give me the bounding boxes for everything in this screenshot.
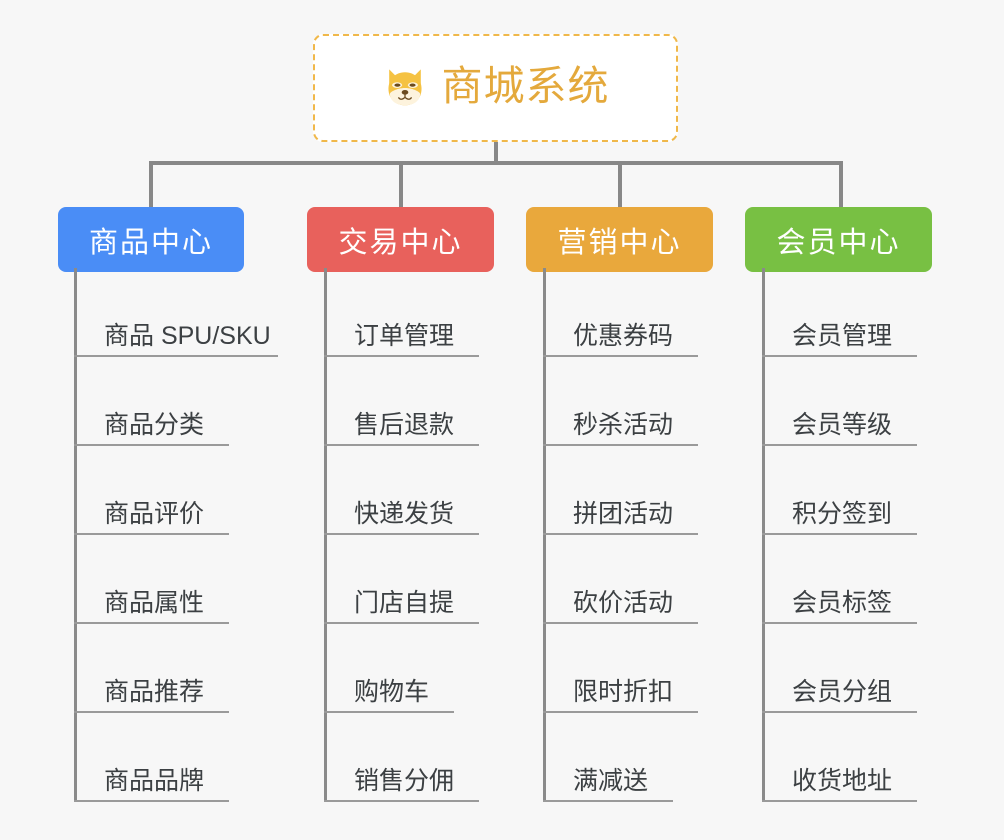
connector-drop-member — [839, 161, 843, 208]
leaf-item-label: 会员分组 — [792, 678, 893, 706]
leaf-item[interactable]: 限时折扣 — [543, 624, 698, 713]
leaf-item-label: 商品属性 — [104, 589, 205, 617]
leaf-item-label: 拼团活动 — [573, 500, 674, 528]
trunk-line-marketing-center — [543, 268, 546, 802]
trunk-line-product-center — [74, 268, 77, 802]
leaf-item-label: 门店自提 — [354, 589, 455, 617]
leaf-item-label: 优惠券码 — [573, 322, 674, 350]
leaf-item-label: 秒杀活动 — [573, 411, 674, 439]
leaf-item-label: 砍价活动 — [573, 589, 674, 617]
leaf-item-label: 会员管理 — [792, 322, 893, 350]
shiba-dog-emoji — [387, 69, 422, 106]
root-title: 商城系统 — [441, 63, 610, 109]
category-box-marketing-center[interactable]: 营销中心 — [526, 207, 713, 272]
leaf-item[interactable]: 满减送 — [543, 713, 673, 802]
leaf-item-label: 商品推荐 — [104, 678, 205, 706]
leaf-item-label: 商品评价 — [104, 500, 205, 528]
leaf-item-label: 会员标签 — [792, 589, 893, 617]
category-box-member-center[interactable]: 会员中心 — [745, 207, 932, 272]
leaf-item[interactable]: 商品 SPU/SKU — [74, 268, 278, 357]
leaf-item-label: 收货地址 — [792, 767, 893, 795]
leaf-item[interactable]: 会员分组 — [762, 624, 917, 713]
category-box-product-center[interactable]: 商品中心 — [58, 207, 244, 272]
leaf-item[interactable]: 砍价活动 — [543, 535, 698, 624]
leaf-item[interactable]: 优惠券码 — [543, 268, 698, 357]
leaf-item-label: 满减送 — [573, 767, 649, 795]
connector-drop-marketing — [618, 161, 622, 208]
leaf-item[interactable]: 收货地址 — [762, 713, 917, 802]
leaf-item-label: 快递发货 — [354, 500, 455, 528]
trunk-line-member-center — [762, 268, 765, 802]
leaf-item[interactable]: 门店自提 — [324, 535, 479, 624]
connector-bus-line — [149, 161, 843, 165]
leaf-item-label: 积分签到 — [792, 500, 893, 528]
root-stem-line — [494, 142, 498, 165]
leaf-item[interactable]: 售后退款 — [324, 357, 479, 446]
leaf-item-label: 商品分类 — [104, 411, 205, 439]
leaf-item[interactable]: 快递发货 — [324, 446, 479, 535]
category-label: 交易中心 — [338, 226, 463, 259]
category-box-trade-center[interactable]: 交易中心 — [307, 207, 494, 272]
category-label: 会员中心 — [776, 226, 901, 259]
leaf-item-label: 订单管理 — [354, 322, 455, 350]
leaf-item[interactable]: 商品评价 — [74, 446, 229, 535]
leaf-item[interactable]: 积分签到 — [762, 446, 917, 535]
leaf-item[interactable]: 商品属性 — [74, 535, 229, 624]
leaf-item[interactable]: 销售分佣 — [324, 713, 479, 802]
leaf-item[interactable]: 商品品牌 — [74, 713, 229, 802]
leaf-item[interactable]: 会员等级 — [762, 357, 917, 446]
connector-drop-product — [149, 161, 153, 208]
leaf-item[interactable]: 秒杀活动 — [543, 357, 698, 446]
leaf-item[interactable]: 会员标签 — [762, 535, 917, 624]
leaf-item-label: 售后退款 — [354, 411, 455, 439]
leaf-item[interactable]: 拼团活动 — [543, 446, 698, 535]
leaf-item-label: 销售分佣 — [354, 767, 455, 795]
leaf-item[interactable]: 订单管理 — [324, 268, 479, 357]
leaf-item[interactable]: 购物车 — [324, 624, 454, 713]
leaf-item[interactable]: 商品分类 — [74, 357, 229, 446]
leaf-item-label: 限时折扣 — [573, 678, 674, 706]
leaf-item-label: 商品 SPU/SKU — [104, 322, 271, 350]
leaf-item[interactable]: 会员管理 — [762, 268, 917, 357]
category-label: 营销中心 — [557, 226, 682, 259]
leaf-item[interactable]: 商品推荐 — [74, 624, 229, 713]
connector-drop-trade — [399, 161, 403, 208]
trunk-line-trade-center — [324, 268, 327, 802]
leaf-item-label: 会员等级 — [792, 411, 893, 439]
leaf-item-label: 购物车 — [354, 678, 430, 706]
root-node[interactable]: 商城系统 — [313, 34, 678, 142]
category-label: 商品中心 — [88, 226, 213, 259]
leaf-item-label: 商品品牌 — [104, 767, 205, 795]
